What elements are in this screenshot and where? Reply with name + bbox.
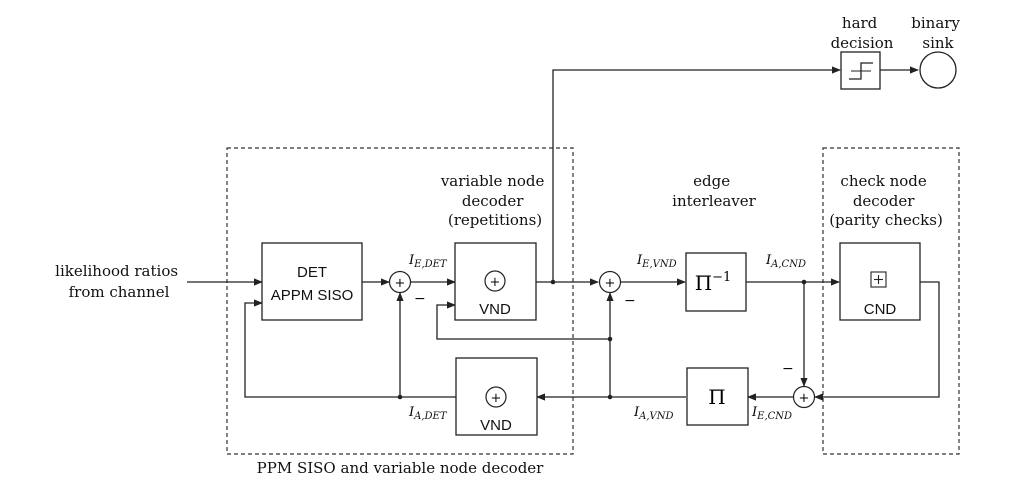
det-label: DET xyxy=(297,264,327,281)
vnd-bottom-block: + VND xyxy=(455,357,538,436)
signal-i-e-det: IE,DET xyxy=(408,253,448,270)
sum-junction-1: + xyxy=(388,270,412,294)
group-label: PPM SISO and variable node decoder xyxy=(257,459,545,477)
junction-dot xyxy=(607,336,613,342)
branch-to-hard-decision-wire xyxy=(552,66,841,282)
junction-dot xyxy=(607,394,613,400)
minus-sign-sum1: − xyxy=(414,291,426,307)
sum-junction-2: + xyxy=(598,270,622,294)
binary-sink-circle xyxy=(919,51,957,89)
junction-dot xyxy=(397,394,403,400)
minus-sign-sum3: − xyxy=(782,361,794,377)
signal-i-a-vnd: IA,VND xyxy=(633,405,674,422)
vnd-top-title: variable node decoder (repetitions) xyxy=(440,172,549,229)
plus-circle-icon xyxy=(485,386,507,408)
det-appm-siso-block: DET APPM SISO xyxy=(261,242,363,321)
input-label: likelihood ratios from channel xyxy=(55,262,183,301)
signal-i-e-vnd: IE,VND xyxy=(636,253,677,270)
sum-junction-3: + xyxy=(792,385,816,409)
minus-sign-sum2: − xyxy=(624,293,636,309)
interleaver-block: Π xyxy=(686,367,749,426)
signal-i-a-cnd: IA,CND xyxy=(765,253,806,270)
cnd-output-wire xyxy=(814,281,940,401)
plus-glyph: + xyxy=(490,275,501,290)
boxplus-icon xyxy=(870,271,887,288)
check-node-decoder-group-frame xyxy=(822,147,960,455)
svg-text:+: + xyxy=(799,391,810,406)
vnd-top-block: + VND xyxy=(454,242,537,321)
vnd-bottom-label: VND xyxy=(480,417,512,434)
signal-i-e-cnd: IE,CND xyxy=(751,405,792,422)
binary-sink-title: binary sink xyxy=(911,14,964,52)
vnd-bottom-feedback-wire xyxy=(244,299,456,398)
cnd-block: CND xyxy=(839,242,921,321)
appm-siso-label: APPM SISO xyxy=(271,287,354,304)
hard-decision-block xyxy=(840,51,881,90)
signal-i-a-det: IA,DET xyxy=(408,405,448,422)
cnd-title: check node decoder (parity checks) xyxy=(829,172,943,229)
svg-text:+: + xyxy=(395,276,406,291)
hard-decision-title: hard decision xyxy=(831,14,894,52)
vnd-top-label: VND xyxy=(479,301,511,318)
cnd-label: CND xyxy=(864,301,897,318)
feedback-to-vnd-wire xyxy=(436,301,610,340)
svg-text:+: + xyxy=(605,276,616,291)
interleaver-title: edge interleaver xyxy=(672,172,757,210)
deinterleaver-block: Π−1 xyxy=(685,252,747,312)
ppm-siso-group-frame xyxy=(226,147,574,455)
junction-dot xyxy=(550,279,556,285)
interleaver-symbol: Π xyxy=(708,385,725,409)
plus-glyph: + xyxy=(491,391,502,406)
plus-circle-icon xyxy=(484,270,506,292)
deinterleaver-symbol: Π−1 xyxy=(695,270,732,295)
